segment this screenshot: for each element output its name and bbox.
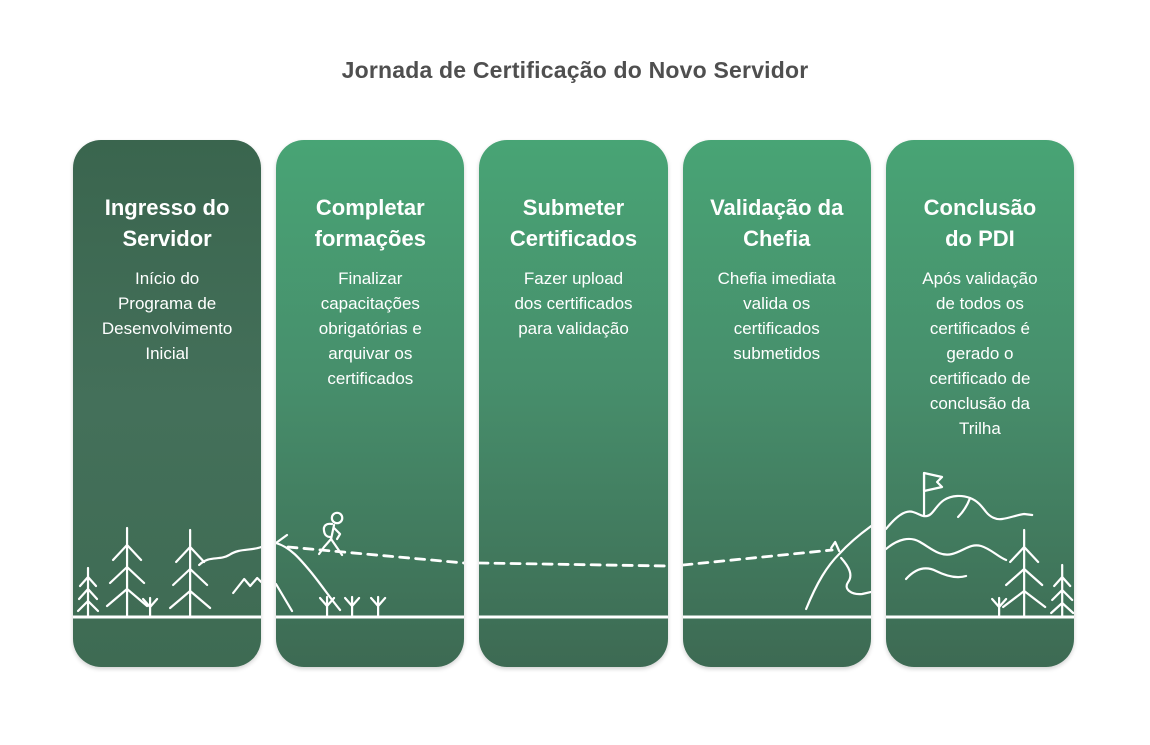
pine-tree-icon <box>169 528 212 619</box>
step-title: Conclusão do PDI <box>923 195 1037 252</box>
sprout-icon <box>141 596 159 619</box>
sprout-icon <box>319 595 336 619</box>
mountain-ridge-icon <box>232 576 262 595</box>
summit-fold-line <box>956 496 972 519</box>
sprout-icon <box>370 595 387 619</box>
step-title: Ingresso do Servidor <box>104 195 230 252</box>
hill-slope-line <box>276 541 342 612</box>
mountain-face-line <box>839 556 871 596</box>
step-title: Submeter Certificados <box>509 195 638 252</box>
pine-tree-icon <box>76 566 100 619</box>
summit-ridge-line <box>885 494 1034 531</box>
hiker-icon <box>318 511 344 557</box>
step-description: Após validação de todos os certificados … <box>922 269 1038 439</box>
step-title: Completar formações <box>314 195 426 252</box>
trail-marker-icon <box>829 540 840 553</box>
step-title: Validação da Chefia <box>710 195 844 252</box>
step-card-validacao: Validação da Chefia Chefia imediata vali… <box>682 140 871 667</box>
pine-tree-icon <box>1049 563 1075 619</box>
pine-tree-icon <box>105 526 149 619</box>
step-card-submeter: Submeter Certificados Fazer upload dos c… <box>479 140 668 667</box>
page-title: Jornada de Certificação do Novo Servidor <box>341 57 809 83</box>
mountain-contour-line <box>904 567 968 581</box>
trail-art <box>479 561 668 619</box>
step-card-ingresso: Ingresso do Servidor Início do Programa … <box>73 140 262 667</box>
flag-icon <box>922 471 943 518</box>
dashed-trail <box>286 545 465 565</box>
step-card-completar: Completar formações Finalizar capacitaçõ… <box>276 140 465 667</box>
step-description: Fazer upload dos certificados para valid… <box>514 269 633 339</box>
step-card-conclusao: Conclusão do PDI Após validação de todos… <box>885 140 1075 667</box>
sprout-icon <box>344 595 361 619</box>
step-description: Início do Programa de Desenvolvimento In… <box>101 269 233 364</box>
journey-cards: Ingresso do Servidor Início do Programa … <box>73 140 1075 667</box>
step-description: Chefia imediata valida os certificados s… <box>717 269 836 364</box>
mountain-contour-line <box>885 537 1008 562</box>
hill-line <box>198 545 262 567</box>
dashed-trail <box>682 548 834 567</box>
mountain-climb-art <box>682 524 871 619</box>
summit-flag-art <box>885 471 1075 619</box>
mountain-ridge-line <box>804 524 871 611</box>
dashed-trail <box>479 561 668 568</box>
pine-forest-art <box>73 526 262 619</box>
sprout-icon <box>990 596 1008 619</box>
pine-tree-icon <box>1001 528 1047 619</box>
hill-crest-line <box>276 533 289 545</box>
hill-ridge-line <box>276 582 294 613</box>
hiker-trail-art <box>276 511 465 619</box>
step-description: Finalizar capacitações obrigatórias e ar… <box>318 269 422 389</box>
